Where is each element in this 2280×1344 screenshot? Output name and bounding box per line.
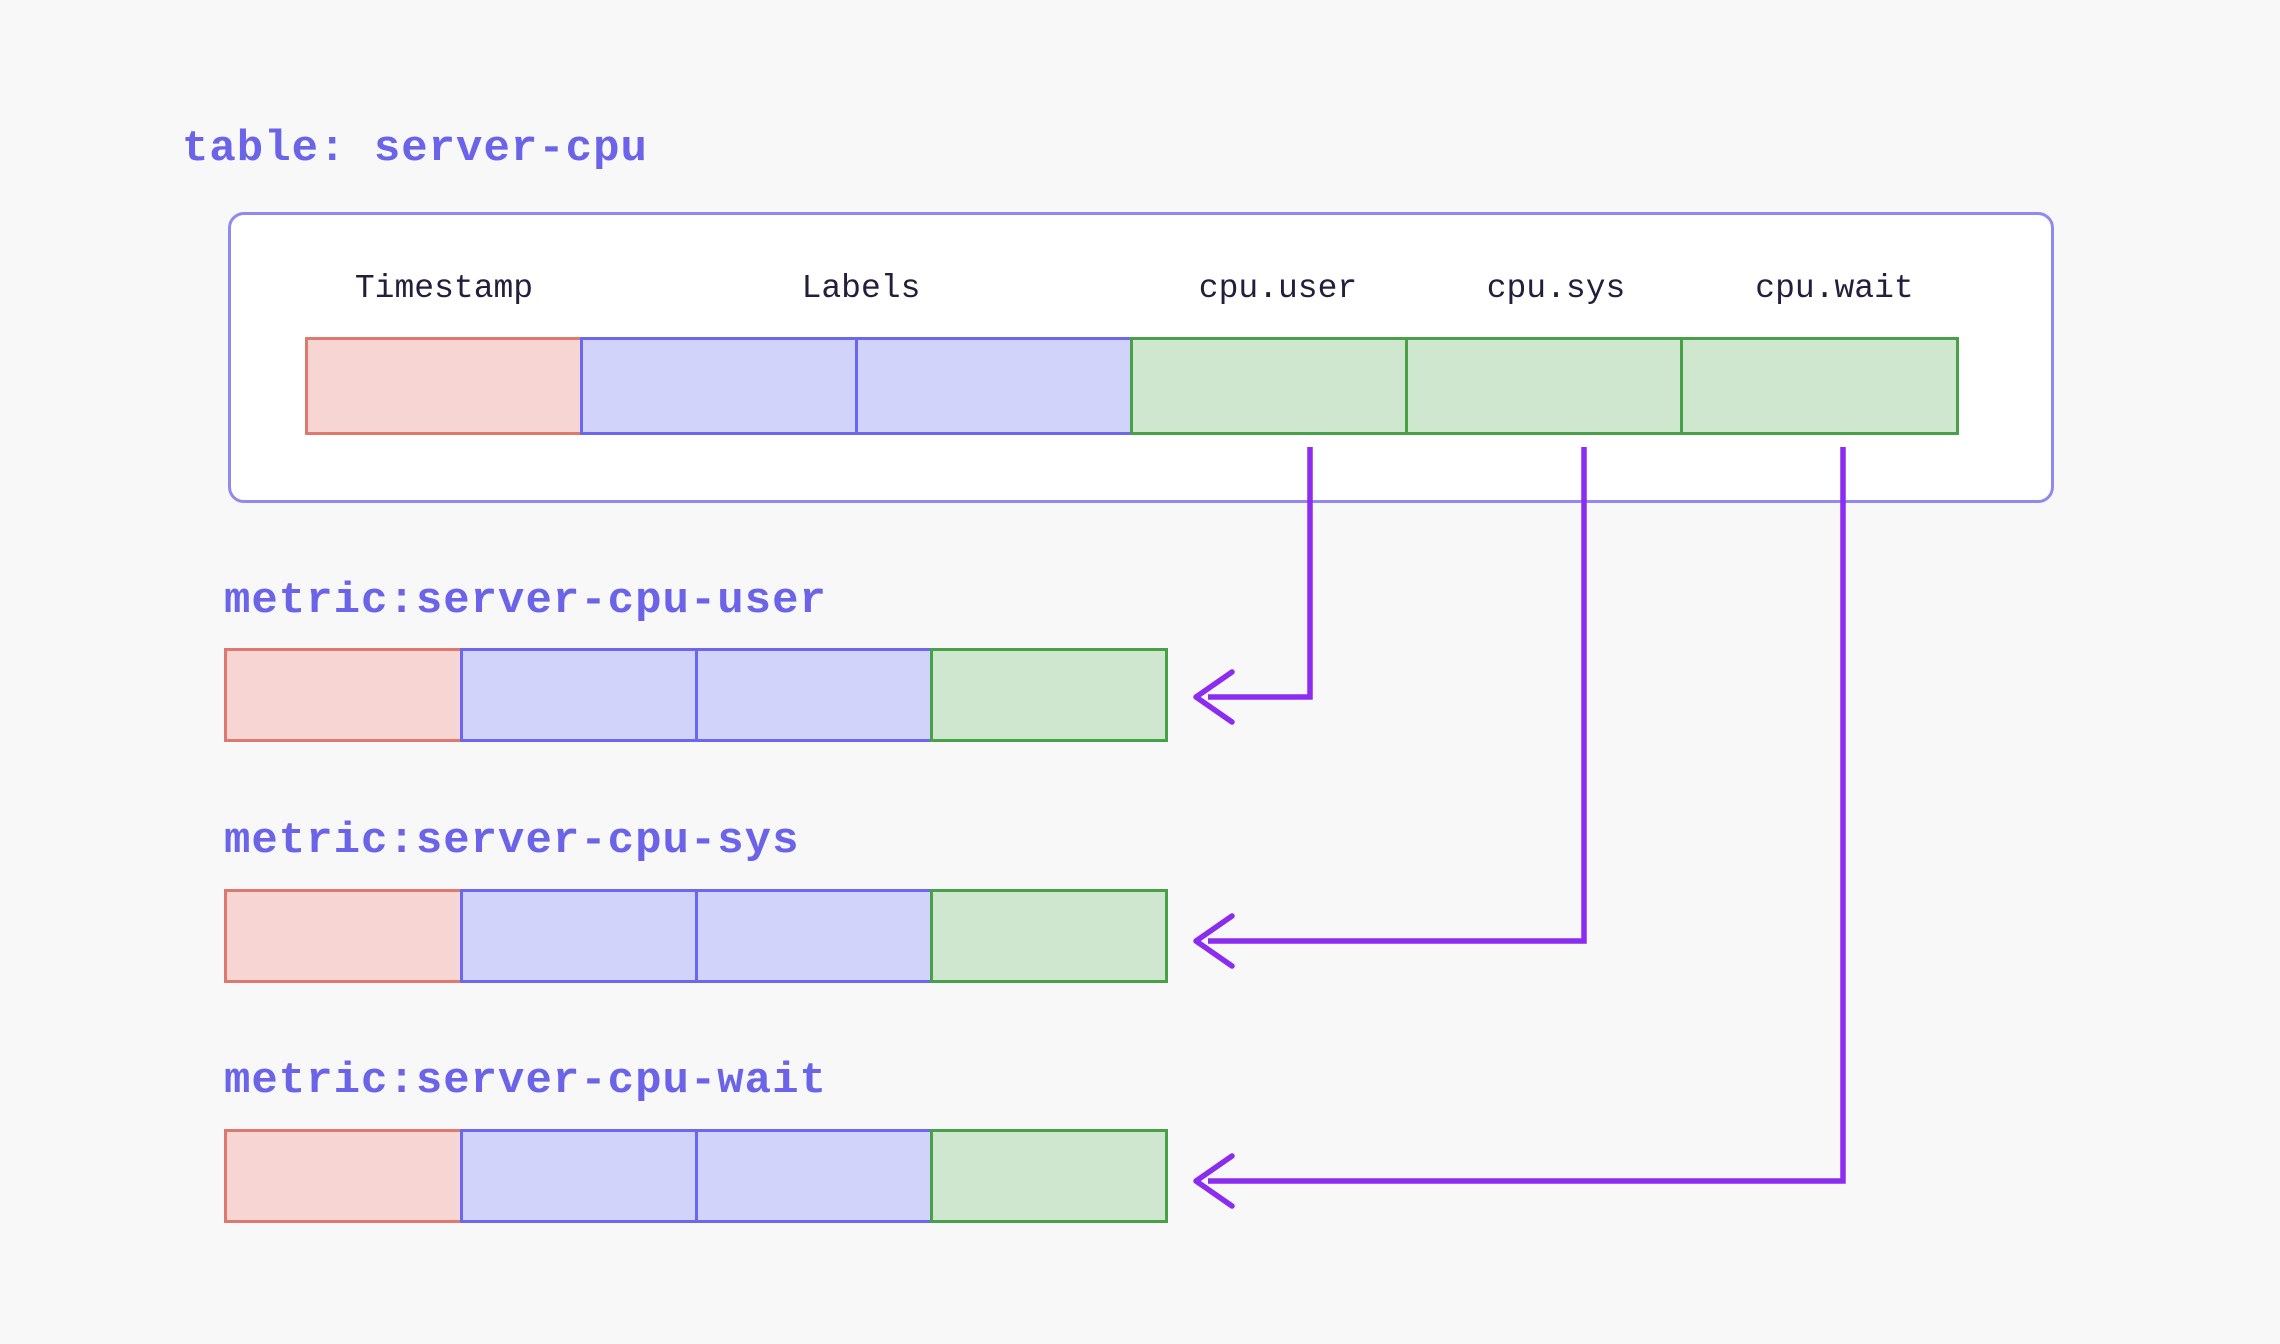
table-title: table: server-cpu [182,124,648,174]
metric-cell-label [460,889,698,983]
metric-cell-value [930,889,1168,983]
column-header-cpu-sys: cpu.sys [1486,269,1626,307]
metric-row-server-cpu-user [224,648,1168,742]
metric-cell-value [930,648,1168,742]
metric-title-server-cpu-sys: metric:server-cpu-sys [224,816,800,866]
metric-title-server-cpu-wait: metric:server-cpu-wait [224,1056,827,1106]
metric-cell-label [695,648,933,742]
metric-title-server-cpu-user: metric:server-cpu-user [224,576,827,626]
table-cell-label [580,337,858,435]
metric-cell-value [930,1129,1168,1223]
column-header-cpu-user: cpu.user [1198,269,1358,307]
metric-cell-label [460,648,698,742]
table-row [305,337,1959,435]
arrow-cpu-wait [1193,447,1846,1209]
table-header-row: Timestamp Labels cpu.user cpu.sys cpu.wa… [305,258,1974,318]
metric-cell-timestamp [224,648,463,742]
table-cell-cpu-sys [1405,337,1683,435]
metric-row-server-cpu-wait [224,1129,1168,1223]
metric-cell-label [695,889,933,983]
table-cell-label [855,337,1133,435]
metric-cell-timestamp [224,889,463,983]
metric-row-server-cpu-sys [224,889,1168,983]
table-cell-cpu-wait [1680,337,1959,435]
metric-cell-label [460,1129,698,1223]
arrow-cpu-sys [1193,447,1587,969]
column-header-timestamp: Timestamp [354,269,534,307]
column-header-labels: Labels [801,269,921,307]
metric-cell-label [695,1129,933,1223]
table-cell-timestamp [305,337,583,435]
column-header-cpu-wait: cpu.wait [1755,269,1914,307]
metric-cell-timestamp [224,1129,463,1223]
table-cell-cpu-user [1130,337,1408,435]
